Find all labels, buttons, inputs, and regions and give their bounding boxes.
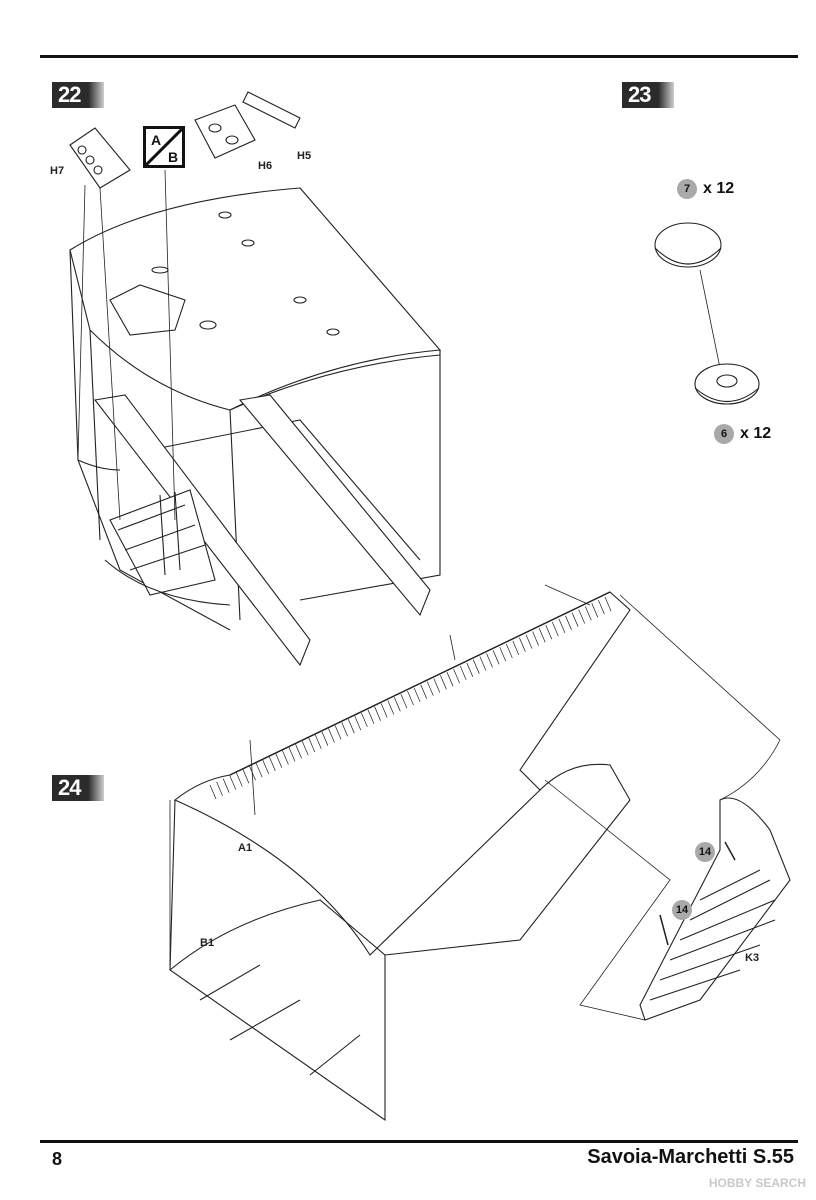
part-h5-label: H5 xyxy=(297,150,312,162)
footer-rule xyxy=(40,1140,798,1143)
hull-section-drawing xyxy=(69,187,442,667)
step-22-badge: 22 xyxy=(52,82,104,108)
part-k3-label: K3 xyxy=(745,952,760,964)
part-6-quantity: x 12 xyxy=(740,425,772,442)
step-23-badge: 23 xyxy=(622,82,674,108)
option-ab-icon: A B xyxy=(143,126,185,168)
model-title: Savoia-Marchetti S.55 xyxy=(587,1146,794,1168)
part-h7-label: H7 xyxy=(50,165,65,177)
page-number: 8 xyxy=(52,1149,63,1169)
header-rule xyxy=(40,55,798,58)
part-a1-label: A1 xyxy=(238,842,253,854)
option-a-label: A xyxy=(151,132,162,148)
part-b1-label: B1 xyxy=(200,937,215,949)
step-24-badge: 24 xyxy=(52,775,104,801)
part-7-quantity: x 12 xyxy=(703,180,735,197)
option-b-label: B xyxy=(168,149,179,165)
wing-drawing xyxy=(169,591,791,1122)
part-14-callout-upper: 14 xyxy=(695,842,715,862)
part-h6-label: H6 xyxy=(258,160,273,172)
part-6-callout: 6 xyxy=(714,424,734,444)
watermark: HOBBY SEARCH xyxy=(708,1176,806,1190)
part-14-callout-lower: 14 xyxy=(672,900,692,920)
part-7-callout: 7 xyxy=(677,179,697,199)
